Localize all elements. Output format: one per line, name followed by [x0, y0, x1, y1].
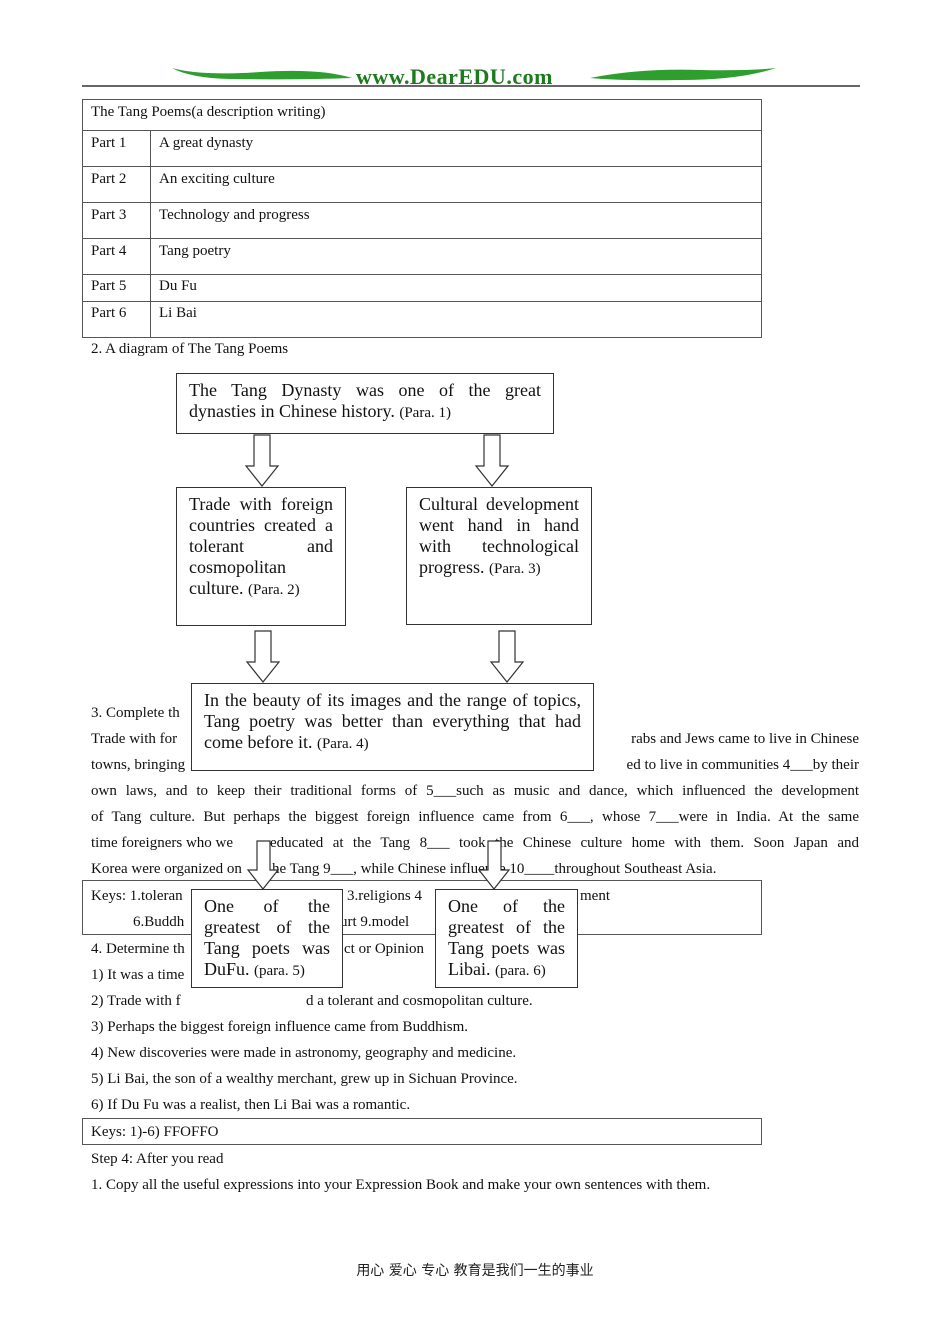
section4-item5: 5) Li Bai, the son of a wealthy merchant… [91, 1071, 518, 1087]
diagram-box-text: The Tang Dynasty was one of the great dy… [189, 380, 541, 421]
section4-item2-b: d a tolerant and cosmopolitan culture. [306, 993, 533, 1009]
section3-keys-line1-c: ment [580, 888, 610, 904]
section3-line4: of Tang culture. But perhaps the biggest… [91, 809, 859, 825]
section4-item6: 6) If Du Fu was a realist, then Li Bai w… [91, 1097, 411, 1113]
down-arrow-icon [245, 630, 281, 683]
step4-item1: 1. Copy all the useful expressions into … [91, 1177, 711, 1193]
section4-item3: 3) Perhaps the biggest foreign influence… [91, 1019, 468, 1035]
down-arrow-icon [489, 630, 525, 683]
section4-item4: 4) New discoveries were made in astronom… [91, 1045, 517, 1061]
table-cell-topic: An exciting culture [150, 166, 762, 203]
down-arrow-icon [477, 840, 511, 890]
table-cell-part: Part 6 [82, 301, 151, 338]
page-footer: 用心 爱心 专心 教育是我们一生的事业 [356, 1263, 594, 1279]
diagram-box-para-ref: (Para. 3) [489, 561, 541, 577]
diagram-box-para4: In the beauty of its images and the rang… [191, 683, 594, 771]
section3-line1-right: rabs and Jews came to live in Chinese [631, 731, 859, 747]
diagram-box-para2: Trade with foreign countries created a t… [176, 487, 346, 626]
section3-heading: 3. Complete th [91, 705, 180, 721]
table-cell-topic: Li Bai [150, 301, 762, 338]
diagram-box-para-ref: (Para. 4) [316, 736, 369, 752]
site-logo-text: www.DearEDU.com [356, 64, 553, 89]
section4-heading-b: ct or Opinion [344, 941, 424, 957]
diagram-box-para-ref: (Para. 1) [399, 405, 451, 421]
diagram-box-para1: The Tang Dynasty was one of the great dy… [176, 373, 554, 434]
diagram-box-text: In the beauty of its images and the rang… [204, 690, 581, 752]
diagram-box-text: One of the greatest of the Tang poets wa… [204, 896, 330, 979]
diagram-box-text: Cultural development went hand in hand w… [419, 494, 579, 577]
table-cell-part: Part 1 [82, 130, 151, 167]
diagram-box-para3: Cultural development went hand in hand w… [406, 487, 592, 625]
diagram-box-para-ref: (Para. 2) [247, 582, 300, 598]
diagram-box-para-ref: (para. 5) [254, 963, 305, 979]
section3-line6-left: Korea were organized on [91, 861, 242, 877]
table-cell-topic: Du Fu [150, 274, 762, 302]
down-arrow-icon [474, 434, 510, 487]
diagram-box-para6: One of the greatest of the Tang poets wa… [435, 889, 578, 988]
down-arrow-icon [246, 840, 280, 890]
section4-heading-a: 4. Determine th [91, 941, 185, 957]
site-header-banner: www.DearEDU.com [0, 60, 950, 94]
section3-line2-left: towns, bringing [91, 757, 186, 773]
section3-line3: own laws, and to keep their traditional … [91, 783, 859, 799]
table-cell-topic: A great dynasty [150, 130, 762, 167]
diagram-box-para-ref: (para. 6) [495, 963, 546, 979]
table-cell-topic: Tang poetry [150, 238, 762, 275]
parts-table: The Tang Poems(a description writing) Pa… [82, 99, 762, 338]
section3-keys-box [82, 880, 762, 935]
down-arrow-icon [244, 434, 280, 487]
section3-line2-right: ed to live in communities 4___by their [626, 757, 859, 773]
section4-keys-box [82, 1118, 762, 1145]
table-cell-part: Part 3 [82, 202, 151, 239]
section4-keys: Keys: 1)-6) FFOFFO [91, 1124, 219, 1140]
diagram-heading: 2. A diagram of The Tang Poems [91, 341, 289, 357]
section3-keys-line1-a: Keys: 1.toleran [91, 888, 183, 904]
section4-item1: 1) It was a time [91, 967, 185, 983]
diagram-box-text: Trade with foreign countries created a t… [189, 494, 333, 598]
section3-line5-right: educated at the Tang 8___ took the Chine… [270, 835, 859, 851]
section3-line1-left: Trade with for [91, 731, 178, 747]
table-cell-part: Part 4 [82, 238, 151, 275]
diagram-box-text: One of the greatest of the Tang poets wa… [448, 896, 565, 979]
diagram-box-para5: One of the greatest of the Tang poets wa… [191, 889, 343, 988]
table-cell-part: Part 2 [82, 166, 151, 203]
section3-keys-line2-b: urt 9.model [340, 914, 410, 930]
section3-keys-line2-a: 6.Buddh [133, 914, 185, 930]
section3-line5-left: time foreigners who we [91, 835, 234, 851]
green-swoosh-logo-icon [82, 68, 860, 87]
table-title: The Tang Poems(a description writing) [82, 99, 762, 131]
section3-keys-line1-b: 3.religions 4 [347, 888, 422, 904]
step4-heading: Step 4: After you read [91, 1151, 224, 1167]
section4-item2-a: 2) Trade with f [91, 993, 181, 1009]
table-cell-topic: Technology and progress [150, 202, 762, 239]
